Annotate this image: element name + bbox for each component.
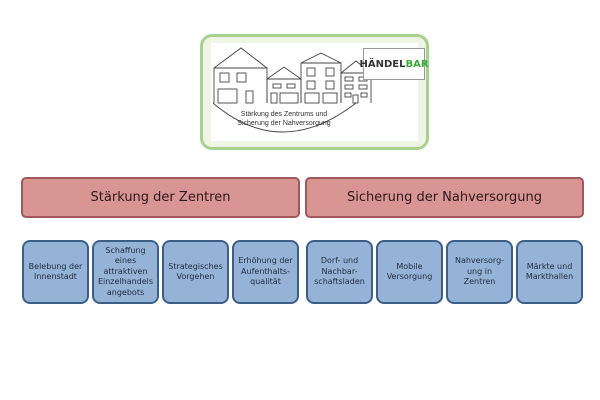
svg-text:Sicherung der Nahversorgung: Sicherung der Nahversorgung: [237, 120, 330, 127]
brand-prefix: HÄNDEL: [359, 58, 406, 70]
box-maerkte-markthallen: Märkte und Markthallen: [516, 240, 583, 304]
box-strategisches-vorgehen: Strategisches Vorgehen: [162, 240, 229, 304]
box-einzelhandelsangebot: Schaffung eines attraktiven Einzelhandel…: [92, 240, 159, 304]
logo-image: Stärkung des Zentrums und Sicherung der …: [211, 43, 429, 141]
header-staerkung-zentren: Stärkung der Zentren: [21, 177, 300, 218]
logo-frame: Stärkung des Zentrums und Sicherung der …: [200, 34, 429, 150]
box-nahversorgung-zentren: Nahversorg- ung in Zentren: [446, 240, 513, 304]
box-aufenthaltsqualitaet: Erhöhung der Aufenthalts- qualität: [232, 240, 299, 304]
svg-text:Stärkung des Zentrums und: Stärkung des Zentrums und: [241, 111, 327, 118]
houses-illustration-icon: Stärkung des Zentrums und Sicherung der …: [212, 47, 372, 133]
brand-suffix: BAR: [405, 58, 429, 70]
box-dorfladen: Dorf- und Nachbar- schaftsladen: [306, 240, 373, 304]
header-sicherung-nahversorgung: Sicherung der Nahversorgung: [305, 177, 584, 218]
box-mobile-versorgung: Mobile Versorgung: [376, 240, 443, 304]
box-belebung-innenstadt: Belebung der Innenstadt: [22, 240, 89, 304]
